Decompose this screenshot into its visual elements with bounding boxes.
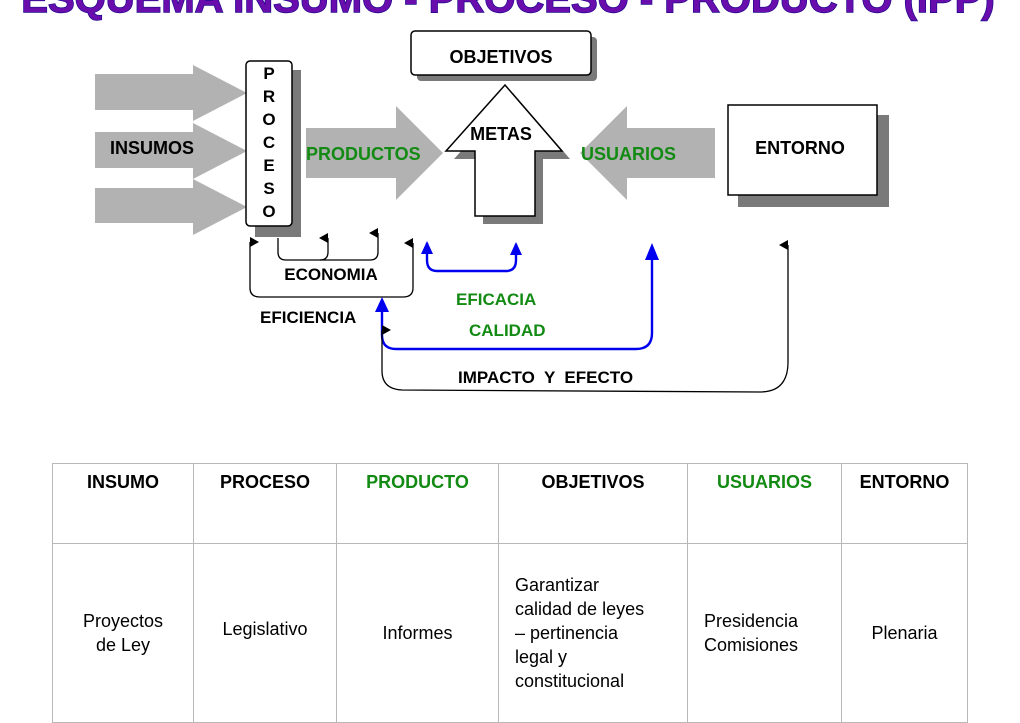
usuarios-arrow bbox=[580, 106, 715, 200]
cell-text: Plenaria bbox=[871, 623, 938, 643]
table-row: Proyectos de Ley Legislativo Informes Ga… bbox=[52, 543, 968, 723]
cell-text: Garantizar calidad de leyes – pertinenci… bbox=[515, 575, 645, 691]
table-cell-proceso: Legislativo bbox=[193, 543, 337, 723]
input-arrows bbox=[95, 65, 247, 235]
table-header-insumo: INSUMO bbox=[52, 463, 194, 544]
cell-text: Proyectos de Ley bbox=[82, 611, 164, 655]
input-arrow-top bbox=[95, 65, 247, 121]
cell-text: Informes bbox=[382, 623, 453, 643]
table-cell-usuarios: Presidencia Comisiones bbox=[687, 543, 842, 723]
input-arrow-bottom bbox=[95, 179, 247, 235]
entorno-label: ENTORNO bbox=[755, 138, 845, 158]
proceso-letters: P R O C E S O bbox=[262, 64, 275, 221]
proceso-letter: O bbox=[262, 110, 275, 129]
proceso-letter: R bbox=[263, 87, 275, 106]
proceso-letter: E bbox=[263, 156, 274, 175]
metas-label: METAS bbox=[470, 124, 532, 144]
productos-label: PRODUCTOS bbox=[306, 144, 421, 164]
cell-text: Legislativo bbox=[222, 619, 308, 639]
table-header-producto: PRODUCTO bbox=[336, 463, 499, 544]
impacto-label: IMPACTO Y EFECTO bbox=[458, 368, 633, 387]
table-cell-insumo: Proyectos de Ley bbox=[52, 543, 194, 723]
economia-connectors bbox=[277, 228, 379, 261]
input-arrow-middle bbox=[95, 123, 247, 179]
proceso-letter: P bbox=[263, 64, 274, 83]
ipp-table: INSUMO PROCESO PRODUCTO OBJETIVOS USUARI… bbox=[52, 463, 968, 723]
calidad-label: CALIDAD bbox=[469, 321, 546, 340]
insumos-label: INSUMOS bbox=[110, 138, 194, 158]
table-header-row: INSUMO PROCESO PRODUCTO OBJETIVOS USUARI… bbox=[52, 463, 968, 544]
proceso-letter: S bbox=[263, 179, 274, 198]
table-header-usuarios: USUARIOS bbox=[687, 463, 842, 544]
table-cell-producto: Informes bbox=[336, 543, 499, 723]
entorno-box bbox=[727, 104, 878, 196]
eficiencia-label: EFICIENCIA bbox=[260, 308, 356, 327]
eficacia-arrowhead-left bbox=[421, 241, 433, 254]
proceso-box bbox=[245, 60, 293, 227]
table-header-proceso: PROCESO bbox=[193, 463, 337, 544]
proceso-letter: C bbox=[263, 133, 275, 152]
table-header-objetivos: OBJETIVOS bbox=[498, 463, 688, 544]
proceso-letter: O bbox=[262, 202, 275, 221]
productos-arrow bbox=[306, 106, 443, 200]
objetivos-label: OBJETIVOS bbox=[449, 47, 552, 67]
objetivos-box bbox=[410, 30, 592, 76]
eficacia-label: EFICACIA bbox=[456, 290, 536, 309]
economia-label: ECONOMIA bbox=[284, 265, 378, 284]
eficacia-connector bbox=[425, 243, 518, 273]
table-cell-objetivos: Garantizar calidad de leyes – pertinenci… bbox=[498, 543, 688, 723]
ipp-diagram: ESQUEMA INSUMO - PROCESO - PRODUCTO (IPP… bbox=[21, 0, 995, 393]
calidad-arrowhead-left bbox=[375, 297, 389, 312]
calidad-arrowhead-right bbox=[645, 243, 659, 260]
cell-text: Presidencia Comisiones bbox=[704, 611, 799, 655]
table-header-entorno: ENTORNO bbox=[841, 463, 968, 544]
impacto-connector bbox=[381, 240, 789, 393]
eficacia-arrowhead-right bbox=[510, 242, 522, 255]
page-title: ESQUEMA INSUMO - PROCESO - PRODUCTO (IPP… bbox=[21, 0, 994, 21]
table-cell-entorno: Plenaria bbox=[841, 543, 968, 723]
calidad-connector bbox=[380, 258, 654, 351]
metas-arrow bbox=[444, 83, 564, 217]
usuarios-label: USUARIOS bbox=[581, 144, 676, 164]
